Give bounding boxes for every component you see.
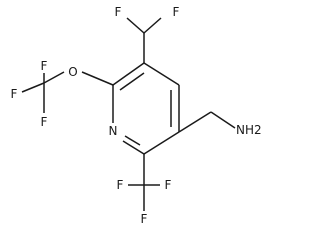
atom-f-chf2-right: F	[173, 5, 180, 19]
bonds	[21, 17, 236, 211]
bond-ring-c6-n	[122, 140, 145, 155]
bond-ring-c6-n-inner	[124, 135, 141, 146]
bond-ring-c2-c3	[112, 62, 145, 86]
atom-labels: F F O F F F N NH2 F F F	[11, 5, 262, 226]
atom-f-cf3-bottom: F	[141, 212, 148, 226]
structure-diagram: F F O F F F N NH2 F F F	[11, 5, 262, 226]
bond-ring-c5-c6	[143, 131, 180, 155]
bond-ring-c2-c3-inner	[119, 72, 145, 91]
bond-c2-o	[81, 71, 114, 86]
bond-ring-c3-c4	[143, 62, 180, 86]
bond-chf2-f-right	[143, 17, 162, 34]
atom-f-chf2-left: F	[115, 5, 122, 19]
atom-o-ether: O	[68, 65, 77, 79]
atom-f-ocf3-bottom: F	[41, 115, 48, 129]
bond-ch2-nh2	[210, 111, 236, 129]
atom-n-ring: N	[109, 124, 118, 138]
bond-chf2-f-left	[126, 17, 145, 34]
atom-nh2: NH2	[236, 123, 262, 137]
atom-f-ocf3-left: F	[11, 87, 18, 101]
bond-c5-ch2	[178, 111, 212, 133]
atom-f-cf3-right: F	[165, 178, 172, 192]
atom-f-ocf3-top: F	[41, 59, 48, 73]
bond-ocf3-f-left	[21, 82, 45, 93]
atom-f-cf3-left: F	[117, 178, 124, 192]
bond-o-cf3	[43, 71, 65, 84]
